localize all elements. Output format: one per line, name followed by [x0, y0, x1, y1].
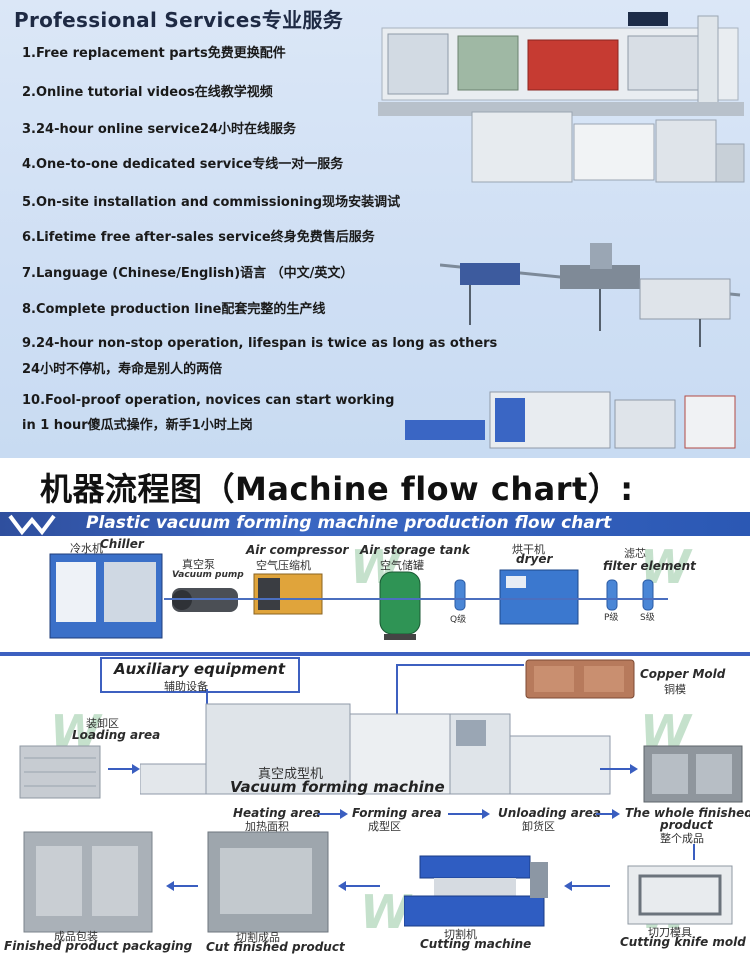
chiller-label-cn: 冷水机: [70, 542, 103, 555]
s-grade-label: S级: [640, 613, 655, 623]
arrow-right-icon: [596, 809, 620, 819]
chiller-label-en: Chiller: [100, 537, 144, 551]
flow-banner-title: Plastic vacuum forming machine productio…: [86, 513, 612, 533]
unloading-area-label-en: Unloading area: [498, 806, 602, 820]
whole-finished-product-label-en-2: product: [660, 818, 713, 832]
packaging-label-en: Finished product packaging: [4, 939, 193, 953]
p-filter-image: [606, 579, 618, 611]
air-tank-image: [379, 571, 421, 640]
chiller-image: [49, 553, 163, 639]
vacuum-forming-line-image: [405, 391, 736, 449]
copper-mold-label-en: Copper Mold: [640, 667, 726, 681]
copper-mold-label-cn: 铜模: [664, 683, 686, 696]
air-tank-label-cn: 空气储罐: [380, 559, 424, 572]
copper-mold-image: [525, 659, 635, 699]
service-item-4: 4.One-to-one dedicated service专线一对一服务: [22, 157, 344, 172]
arrow-down-icon: [693, 844, 695, 860]
forming-area-label-en: Forming area: [352, 806, 442, 820]
whole-finished-product-image: [643, 745, 743, 803]
vacuum-forming-machine-label-cn: 真空成型机: [258, 767, 324, 782]
vacuum-pump-label-en: Vacuum pump: [172, 570, 244, 580]
air-compressor-image: [253, 573, 323, 615]
vacuum-pump-image: [172, 588, 238, 612]
aux-connector: [206, 689, 208, 707]
flow-chart-heading: 机器流程图（Machine flow chart）:: [40, 470, 634, 508]
packaging-label-cn: 成品包装: [54, 930, 98, 943]
service-item-8: 8.Complete production line配套完整的生产线: [22, 302, 326, 317]
brand-logo-icon: [6, 512, 68, 536]
arrow-right-icon: [600, 764, 638, 774]
service-item-7: 7.Language (Chinese/English)语言 （中文/英文）: [22, 266, 354, 281]
filter-label-en: filter element: [603, 559, 696, 573]
aux-connector-2: [396, 664, 398, 714]
vacuum-forming-machine-label-en: Vacuum forming machine: [230, 778, 445, 796]
air-tank-label-en: Air storage tank: [360, 543, 470, 557]
q-filter-image: [454, 579, 466, 611]
loading-area-label-en: Loading area: [72, 728, 161, 742]
cutting-machine-image: [404, 855, 548, 927]
arrow-left-icon: [564, 881, 610, 891]
service-item-9: 9.24-hour non-stop operation, lifespan i…: [22, 336, 498, 351]
dryer-label-en: dryer: [516, 552, 553, 566]
thermoforming-machine-image-2: [471, 111, 745, 183]
dryer-image: [499, 569, 579, 625]
cut-product-label-cn: 切割成品: [236, 931, 280, 944]
q-grade-label: Q级: [450, 615, 467, 625]
filter-label-cn: 滤芯: [624, 547, 646, 560]
service-item-6: 6.Lifetime free after-sales service终身免费售…: [22, 230, 375, 245]
service-item-1: 1.Free replacement parts免费更换配件: [22, 46, 286, 61]
flow-heading-band: [0, 458, 750, 510]
auxiliary-equipment-label-cn: 辅助设备: [164, 680, 208, 693]
air-compressor-label-en: Air compressor: [246, 543, 349, 557]
auxiliary-equipment-label-en: Auxiliary equipment: [114, 660, 286, 678]
arrow-right-icon: [318, 809, 348, 819]
forming-area-label-cn: 成型区: [368, 820, 401, 833]
dryer-label-cn: 烘干机: [512, 543, 545, 556]
service-item-2: 2.Online tutorial videos在线教学视频: [22, 85, 273, 100]
p-grade-label: P级: [604, 613, 619, 623]
watermark-icon: W: [360, 885, 411, 939]
cutting-machine-label-cn: 切割机: [444, 928, 477, 941]
unloading-area-label-cn: 卸货区: [522, 820, 555, 833]
vacuum-forming-machine-image: [140, 703, 611, 795]
arrow-right-icon: [108, 764, 140, 774]
whole-finished-product-label-en-1: The whole finished: [625, 806, 750, 820]
auxiliary-equipment-box: [100, 657, 300, 693]
aux-connector-3: [396, 664, 524, 666]
cut-product-label-en: Cut finished product: [206, 940, 345, 954]
extrusion-line-image: [440, 243, 741, 347]
s-filter-image: [642, 579, 654, 611]
heating-area-label-cn: 加热面积: [245, 820, 289, 833]
arrow-left-icon: [166, 881, 198, 891]
cutting-knife-mold-label-en: Cutting knife mold: [620, 935, 746, 949]
cutting-knife-mold-image: [627, 865, 733, 925]
cutting-machine-label-en: Cutting machine: [420, 937, 532, 951]
loading-area-label-cn: 装卸区: [86, 717, 119, 730]
flow-banner: [0, 512, 750, 536]
flow-section-divider: [0, 652, 750, 656]
loading-area-image: [19, 745, 101, 799]
cut-product-image: [207, 831, 329, 933]
heating-area-label-en: Heating area: [233, 806, 321, 820]
packaging-image: [23, 831, 153, 933]
arrow-right-icon: [448, 809, 490, 819]
service-item-3: 3.24-hour online service24小时在线服务: [22, 122, 297, 137]
services-title: Professional Services专业服务: [14, 8, 344, 32]
service-item-10-cn: in 1 hour傻瓜式操作，新手1小时上岗: [22, 418, 253, 433]
service-item-9-cn: 24小时不停机，寿命是别人的两倍: [22, 362, 223, 377]
service-item-5: 5.On-site installation and commissioning…: [22, 195, 401, 210]
air-compressor-label-cn: 空气压缩机: [256, 559, 311, 572]
thermoforming-machine-image-1: [378, 12, 744, 116]
vacuum-pump-label-cn: 真空泵: [182, 558, 215, 571]
air-pipe-line: [164, 598, 668, 600]
arrow-left-icon: [338, 881, 380, 891]
cutting-knife-mold-label-cn: 切刀模具: [648, 926, 692, 939]
whole-finished-product-label-cn: 整个成品: [660, 832, 704, 845]
service-item-10: 10.Fool-proof operation, novices can sta…: [22, 393, 395, 408]
